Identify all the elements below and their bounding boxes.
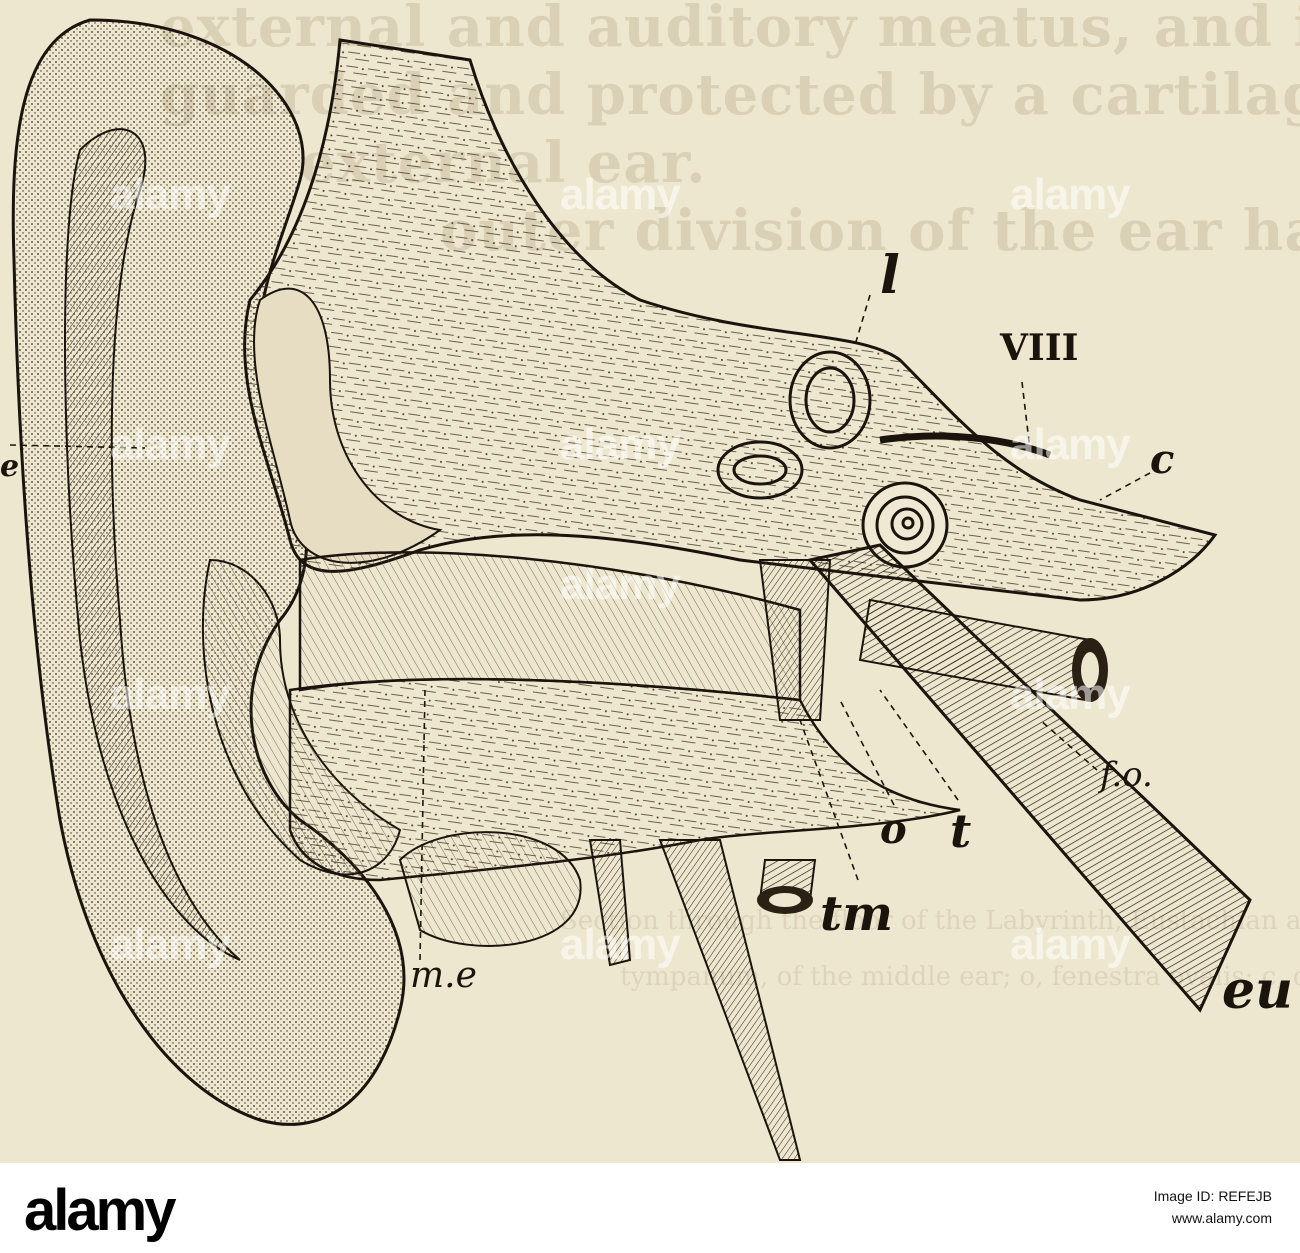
jugular-vessel [757, 859, 817, 914]
external-auditory-meatus [298, 551, 802, 702]
label-eu: eu [1222, 960, 1293, 1021]
watermark: alamy [110, 170, 231, 219]
watermark: alamy [560, 420, 681, 469]
label-tm: tm [820, 886, 893, 942]
label-t: t [950, 804, 972, 858]
helix-inner-fold [64, 128, 241, 961]
watermark: alamy [110, 670, 231, 719]
watermark: alamy [1010, 670, 1131, 719]
watermark: alamy [560, 170, 681, 219]
label-l: l [880, 245, 900, 306]
ear-anatomy-diagram [9, 18, 1252, 1161]
tympanic-membrane [758, 559, 832, 721]
label-o: o [880, 806, 907, 853]
auditory-nerve [879, 432, 1052, 459]
watermark: alamy [110, 920, 231, 969]
label-fo: f.o. [1100, 755, 1153, 795]
watermark: alamy [1010, 420, 1131, 469]
carotid-vessel [858, 598, 1108, 702]
watermark: alamy [1010, 170, 1131, 219]
gland-lobe [398, 831, 582, 947]
watermark: alamy [1010, 920, 1131, 969]
site-url[interactable]: www.alamy.com [1171, 1210, 1272, 1226]
label-me: m.e [410, 955, 477, 996]
engraving-plate: external and auditory meatus, and is fur… [0, 0, 1300, 1163]
label-e: e [0, 449, 20, 484]
lower-bone-wall [288, 677, 961, 882]
mastoid-process [588, 839, 632, 967]
leader-lines [9, 294, 1151, 961]
label-viii: VIII [1000, 327, 1079, 369]
watermark: alamy [110, 420, 231, 469]
image-id: Image ID: REFEJB [1153, 1188, 1272, 1204]
background-text-line-4: outer division of the ear has the fol [440, 198, 1300, 264]
semicircular-canals [716, 350, 872, 500]
watermark: alamy [560, 560, 681, 609]
cochlea [861, 481, 949, 569]
alamy-logo[interactable]: alamy [24, 1178, 176, 1243]
footer-bar: alamy Image ID: REFEJB www.alamy.com [0, 1163, 1300, 1253]
watermark: alamy [560, 920, 681, 969]
styloid-process [658, 839, 802, 1161]
footer-meta: Image ID: REFEJB www.alamy.com [1154, 1185, 1272, 1229]
label-c: c [1150, 436, 1175, 483]
squama-cavity [253, 287, 443, 564]
